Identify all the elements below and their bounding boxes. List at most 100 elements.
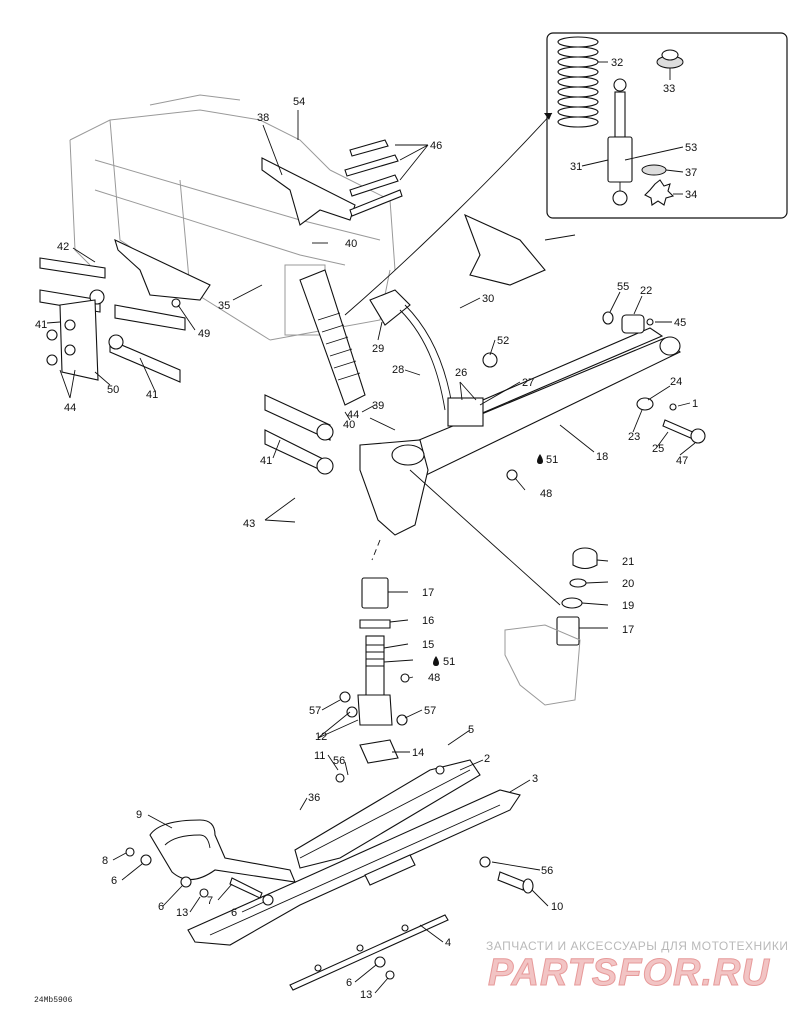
callout-42: 42 xyxy=(57,241,69,253)
callout-49: 49 xyxy=(198,328,210,340)
callout-9: 9 xyxy=(136,809,142,821)
callout-13b: 13 xyxy=(360,989,372,1001)
callout-56a: 56 xyxy=(333,755,345,767)
callout-46: 46 xyxy=(430,140,442,152)
leader-18 xyxy=(409,469,561,606)
callout-12: 12 xyxy=(315,731,327,743)
swing-arm xyxy=(394,327,681,479)
callout-32: 32 xyxy=(611,57,623,69)
callout-22: 22 xyxy=(640,285,652,297)
callout-38: 38 xyxy=(257,112,269,124)
callout-39: 39 xyxy=(372,400,384,412)
callout-2: 2 xyxy=(484,753,490,765)
callout-43: 43 xyxy=(243,518,255,530)
cap-33 xyxy=(656,49,684,69)
skag xyxy=(289,914,449,991)
callout-34: 34 xyxy=(685,189,697,201)
callout-41a: 41 xyxy=(35,319,47,331)
anti-sway-bar xyxy=(369,289,498,427)
upper-right-bracket xyxy=(464,213,576,286)
leader-lines xyxy=(46,61,696,994)
callout-48b: 48 xyxy=(428,672,440,684)
callout-5: 5 xyxy=(468,724,474,736)
callout-7: 7 xyxy=(207,895,213,907)
callout-51a: 51 xyxy=(546,454,558,466)
bolts-46 xyxy=(344,139,403,217)
callout-1: 1 xyxy=(692,398,698,410)
spindle-stack xyxy=(359,539,439,697)
bracket-49 xyxy=(114,238,211,308)
callout-55: 55 xyxy=(617,281,629,293)
callout-40a: 40 xyxy=(345,238,357,250)
callout-41c: 41 xyxy=(260,455,272,467)
ski xyxy=(187,759,521,946)
callout-4: 4 xyxy=(445,937,451,949)
ski-hardware-left xyxy=(125,847,395,980)
callout-24: 24 xyxy=(670,376,682,388)
callout-6b: 6 xyxy=(158,901,164,913)
callout-17a: 17 xyxy=(422,587,434,599)
callout-16: 16 xyxy=(422,615,434,627)
callout-15: 15 xyxy=(422,639,434,651)
damper-31 xyxy=(607,78,633,206)
star-nut-34 xyxy=(644,179,675,206)
bracket-38 xyxy=(261,157,356,226)
callout-8: 8 xyxy=(102,855,108,867)
callout-6d: 6 xyxy=(346,977,352,989)
callout-26: 26 xyxy=(455,367,467,379)
shock-inset xyxy=(344,32,788,316)
ski-handle xyxy=(149,819,296,883)
callout-40b: 40 xyxy=(343,419,355,431)
callout-50: 50 xyxy=(107,384,119,396)
callout-33: 33 xyxy=(663,83,675,95)
callout-20: 20 xyxy=(622,578,634,590)
block-14 xyxy=(359,739,399,764)
callout-23: 23 xyxy=(628,431,640,443)
callout-37: 37 xyxy=(685,167,697,179)
right-hardware xyxy=(602,311,706,444)
callout-45: 45 xyxy=(674,317,686,329)
callout-35: 35 xyxy=(218,300,230,312)
callout-51b: 51 xyxy=(443,656,455,668)
callout-3: 3 xyxy=(532,773,538,785)
watermark-logo: PARTSFOR.RU xyxy=(488,952,770,994)
callout-25: 25 xyxy=(652,443,664,455)
watermark-text: ЗАПЧАСТИ И АКСЕССУАРЫ ДЛЯ МОТОТЕХНИКИ xyxy=(486,939,788,953)
callout-53: 53 xyxy=(685,142,697,154)
callout-44b: 44 xyxy=(347,409,359,421)
ski-hardware-right xyxy=(335,765,534,894)
callout-14: 14 xyxy=(412,747,424,759)
callout-18: 18 xyxy=(596,451,608,463)
callout-47: 47 xyxy=(676,455,688,467)
callout-54: 54 xyxy=(293,96,305,108)
callout-44a: 44 xyxy=(64,402,76,414)
callout-56b: 56 xyxy=(541,865,553,877)
callout-30: 30 xyxy=(482,293,494,305)
callout-48a: 48 xyxy=(540,488,552,500)
side-plate xyxy=(46,299,99,381)
nut-48-upper xyxy=(506,454,543,481)
callout-19: 19 xyxy=(622,600,634,612)
right-spindle-parts xyxy=(504,547,598,706)
ski-leg-clamp xyxy=(339,691,408,726)
callout-27: 27 xyxy=(522,377,534,389)
callout-17b: 17 xyxy=(622,624,634,636)
callout-28: 28 xyxy=(392,364,404,376)
shock-absorber xyxy=(299,269,366,406)
callout-31: 31 xyxy=(570,161,582,173)
callout-6a: 6 xyxy=(111,875,117,887)
callout-10: 10 xyxy=(551,901,563,913)
callout-57b: 57 xyxy=(424,705,436,717)
callout-6c: 6 xyxy=(231,907,237,919)
callout-36: 36 xyxy=(308,792,320,804)
callout-13a: 13 xyxy=(176,907,188,919)
callout-41b: 41 xyxy=(146,389,158,401)
spring-32 xyxy=(557,36,599,128)
washer-37 xyxy=(641,164,667,176)
callout-11: 11 xyxy=(314,750,325,762)
callout-52: 52 xyxy=(497,335,509,347)
spindle-housing xyxy=(359,439,429,536)
